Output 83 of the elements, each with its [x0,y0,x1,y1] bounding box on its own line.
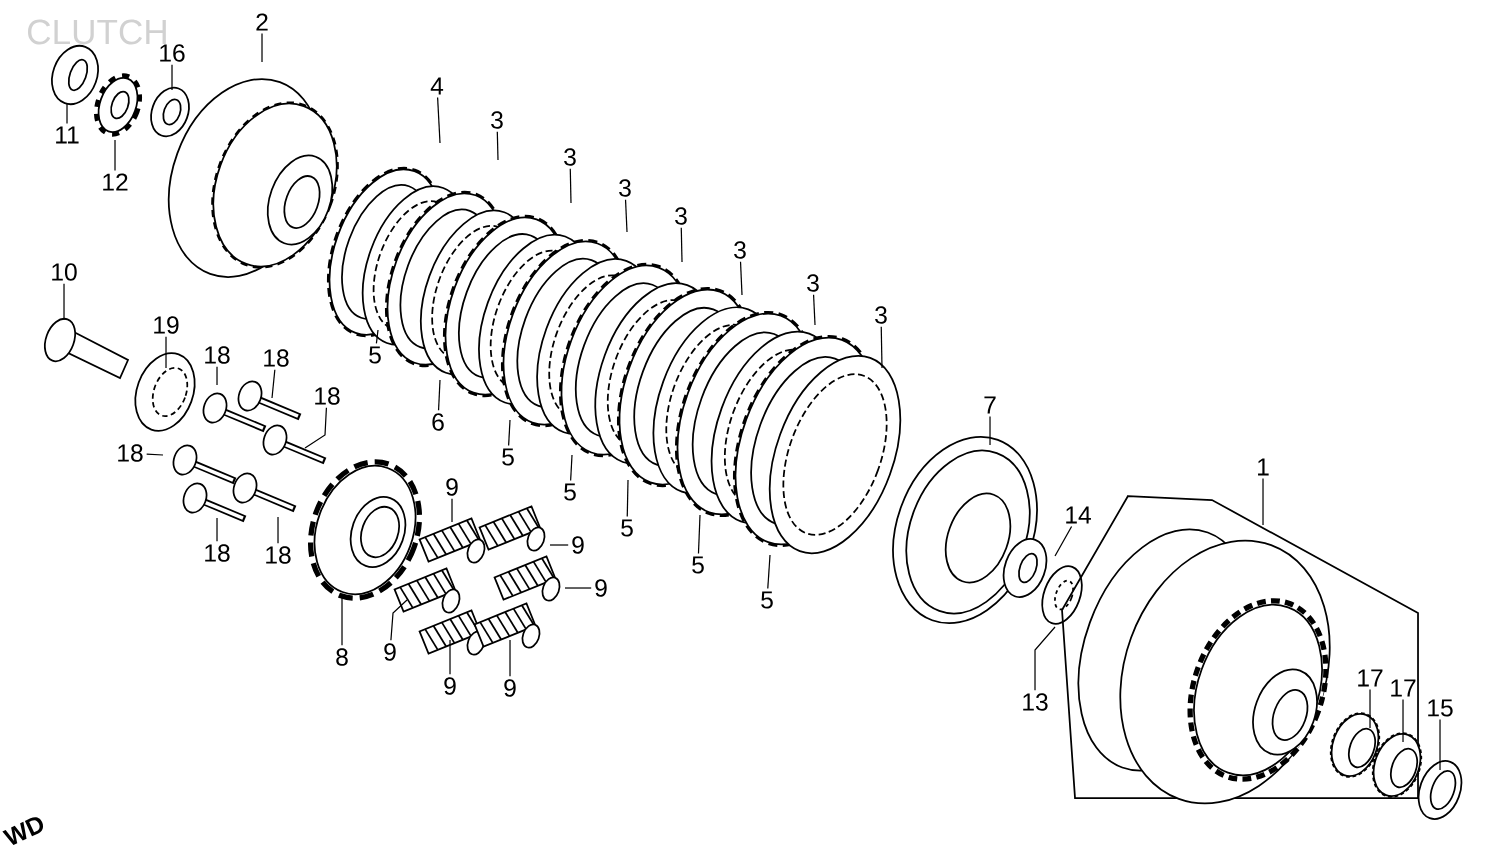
callout-number: 9 [572,536,584,554]
leader-line [880,326,883,369]
leader-line [261,32,263,63]
leader-line [437,379,441,411]
leader-line [624,199,628,233]
callout-number: 18 [266,546,291,564]
callout-number: 3 [875,306,887,324]
leader-line [1369,688,1371,729]
callout-number: 9 [504,679,516,697]
callout-number: 12 [103,173,128,191]
leader-line [271,369,276,399]
title: CLUTCH [28,19,166,45]
callout-number: 16 [160,44,185,62]
leader-line [1034,626,1056,691]
leader-line [680,227,683,263]
callout-number: 3 [807,274,819,292]
leader-line [812,294,816,326]
leader-line [989,415,991,446]
callout-number: 9 [595,579,607,597]
callout-number: 11 [56,126,79,144]
leader-line [66,103,68,125]
callout-number: 4 [430,77,444,95]
callout-number: 5 [564,483,576,501]
callout-number: 5 [761,591,773,609]
leader-line [390,599,408,641]
callout-number: 14 [1066,506,1091,524]
leader-line [277,516,279,544]
callout-number: 3 [564,148,576,166]
callout-number: 6 [432,413,444,431]
leader-line [508,419,511,447]
leader-line [549,544,569,546]
callout-number: 17 [1391,679,1416,697]
leader-line [564,587,592,589]
callout-number: 1 [1258,458,1269,476]
callout-number: 2 [256,13,268,31]
callout-number: 10 [52,263,77,281]
callout-number: 9 [446,478,458,496]
leader-line [375,329,379,345]
leader-line [171,64,173,91]
callout-number: 5 [692,556,704,574]
leader-line [437,96,441,144]
leader-line [451,498,453,523]
callout-number: 9 [444,677,456,695]
leader-line [1054,525,1073,557]
callout-number: 18 [205,544,230,562]
leader-line [165,336,167,369]
callout-number: 7 [984,396,996,414]
callout-number: 19 [154,316,179,334]
callout-number: 18 [118,444,143,462]
callout-number: 3 [619,179,631,197]
callout-number: 18 [264,349,289,367]
leader-line [63,283,65,321]
callout-number: 18 [205,346,230,364]
leader-line [1262,477,1264,526]
leader-line [767,554,771,590]
callout-number: 9 [384,643,396,661]
callout-number: 3 [491,111,503,129]
callout-number: 17 [1358,669,1383,687]
callout-number: 13 [1023,693,1048,711]
leader-line [114,139,116,172]
leader-line [1439,718,1441,771]
leader-line [697,514,701,555]
callout-number: 5 [502,448,514,466]
leader-line [449,639,451,675]
leader-line [1402,698,1404,743]
leader-line [569,168,572,204]
direction-label: WD [2,817,44,845]
callout-number: 3 [734,241,746,259]
callout-number: 15 [1428,699,1453,717]
callout-number: 5 [621,519,633,537]
leader-line [626,479,629,518]
leader-line [739,261,743,296]
callout-number: 5 [369,346,381,364]
leader-line [509,639,511,677]
leader-line [304,407,328,449]
leader-line [146,453,164,456]
leader-line [496,131,499,161]
callout-number: 3 [675,207,687,225]
callout-number: 18 [315,387,340,405]
leader-line [570,454,573,482]
leader-line [216,366,218,386]
leader-line [216,517,218,542]
callout-number: 8 [336,648,348,666]
